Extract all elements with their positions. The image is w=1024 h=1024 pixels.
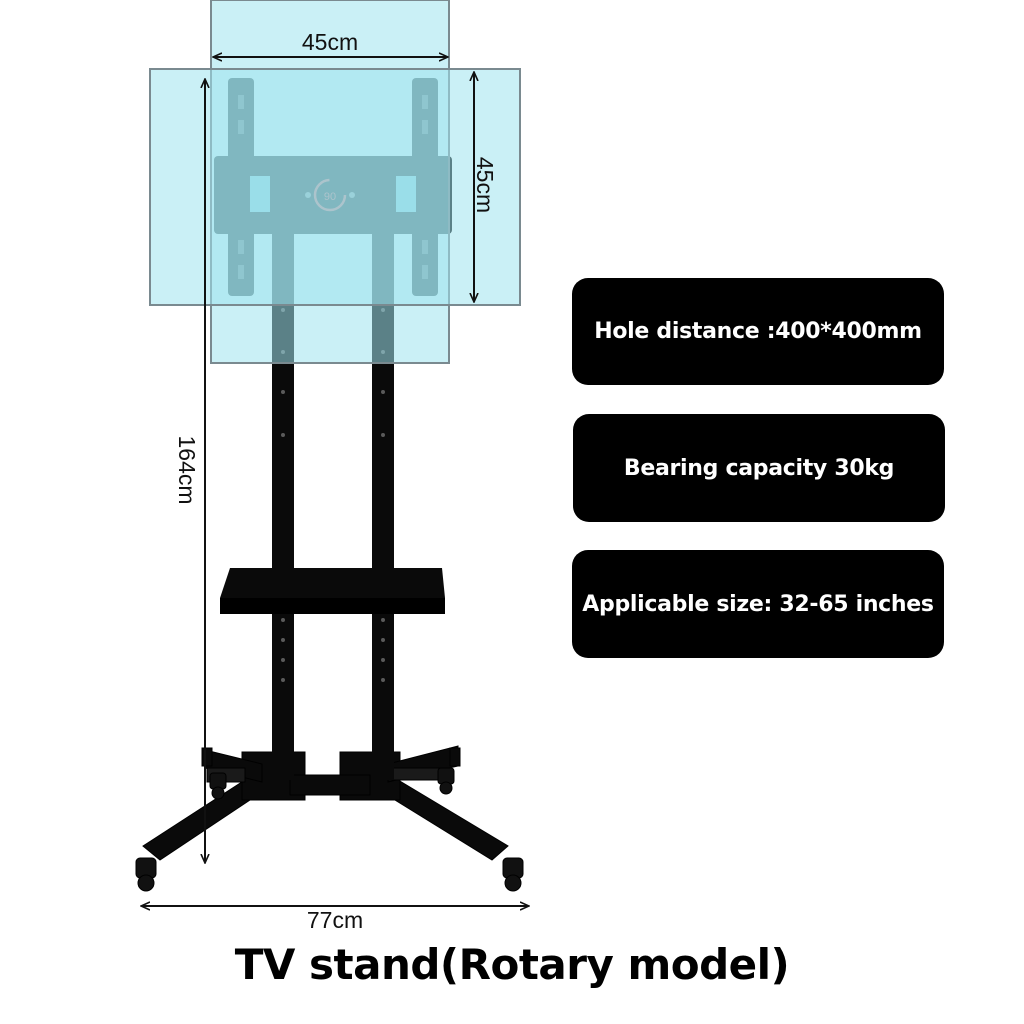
product-title: TV stand(Rotary model) bbox=[234, 940, 790, 989]
stand-base bbox=[142, 745, 509, 861]
equipment-shelf bbox=[220, 568, 445, 614]
spec-bearing-capacity: Bearing capacity 30kg bbox=[573, 414, 945, 522]
total-height-label: 164cm bbox=[174, 435, 200, 504]
dimension-lines bbox=[142, 57, 528, 906]
tv-panel-landscape bbox=[149, 68, 521, 306]
base-width-label: 77cm bbox=[307, 907, 363, 933]
stand-poles bbox=[272, 230, 394, 780]
caster-wheels bbox=[135, 767, 524, 892]
spec-applicable-size: Applicable size: 32-65 inches bbox=[572, 550, 944, 658]
side-height-label: 45cm bbox=[472, 157, 498, 213]
top-width-label: 45cm bbox=[302, 29, 358, 55]
spec-hole-distance: Hole distance :400*400mm bbox=[572, 278, 944, 385]
